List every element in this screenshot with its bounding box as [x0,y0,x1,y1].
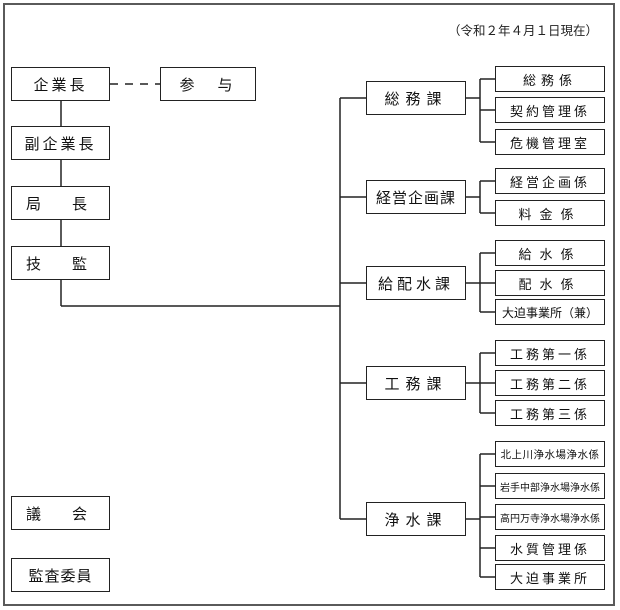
division-engineering: 工務課 [366,366,466,400]
section-contract: 契約管理係 [495,97,605,123]
section-fees: 料金係 [495,200,605,226]
section-planning: 経営企画係 [495,168,605,194]
section-general: 総務係 [495,66,605,92]
section-iwate-chubu: 岩手中部浄水場浄水係 [495,473,605,499]
section-kitakamigawa: 北上川浄水場浄水係 [495,441,605,467]
section-eng-1: 工務第一係 [495,340,605,366]
engineer-box: 技 監 [11,246,110,280]
vice-ceo-box: 副企業長 [11,126,110,160]
auditors-box: 監査委員 [11,558,110,592]
section-crisis: 危機管理室 [495,129,605,155]
assembly-box: 議 会 [11,496,110,530]
section-takamanji: 高円万寺浄水場浄水係 [495,504,605,530]
section-distribution: 配水係 [495,270,605,296]
section-eng-2: 工務第二係 [495,370,605,396]
section-supply: 給水係 [495,240,605,266]
sanyo-box: 参 与 [160,67,256,101]
division-purification: 浄水課 [366,502,466,536]
section-eng-3: 工務第三係 [495,400,605,426]
section-ohasama: 大迫事業所 [495,564,605,590]
division-planning: 経営企画課 [366,180,466,214]
division-general-affairs: 総務課 [366,81,466,115]
diagram-frame [3,3,615,606]
section-water-quality: 水質管理係 [495,535,605,561]
ceo-box: 企業長 [11,67,110,101]
as-of-date: （令和２年４月１日現在） [447,23,598,38]
director-box: 局 長 [11,186,110,220]
division-water-supply: 給配水課 [366,266,466,300]
section-ohasama-concurrent: 大迫事業所（兼） [495,299,605,325]
